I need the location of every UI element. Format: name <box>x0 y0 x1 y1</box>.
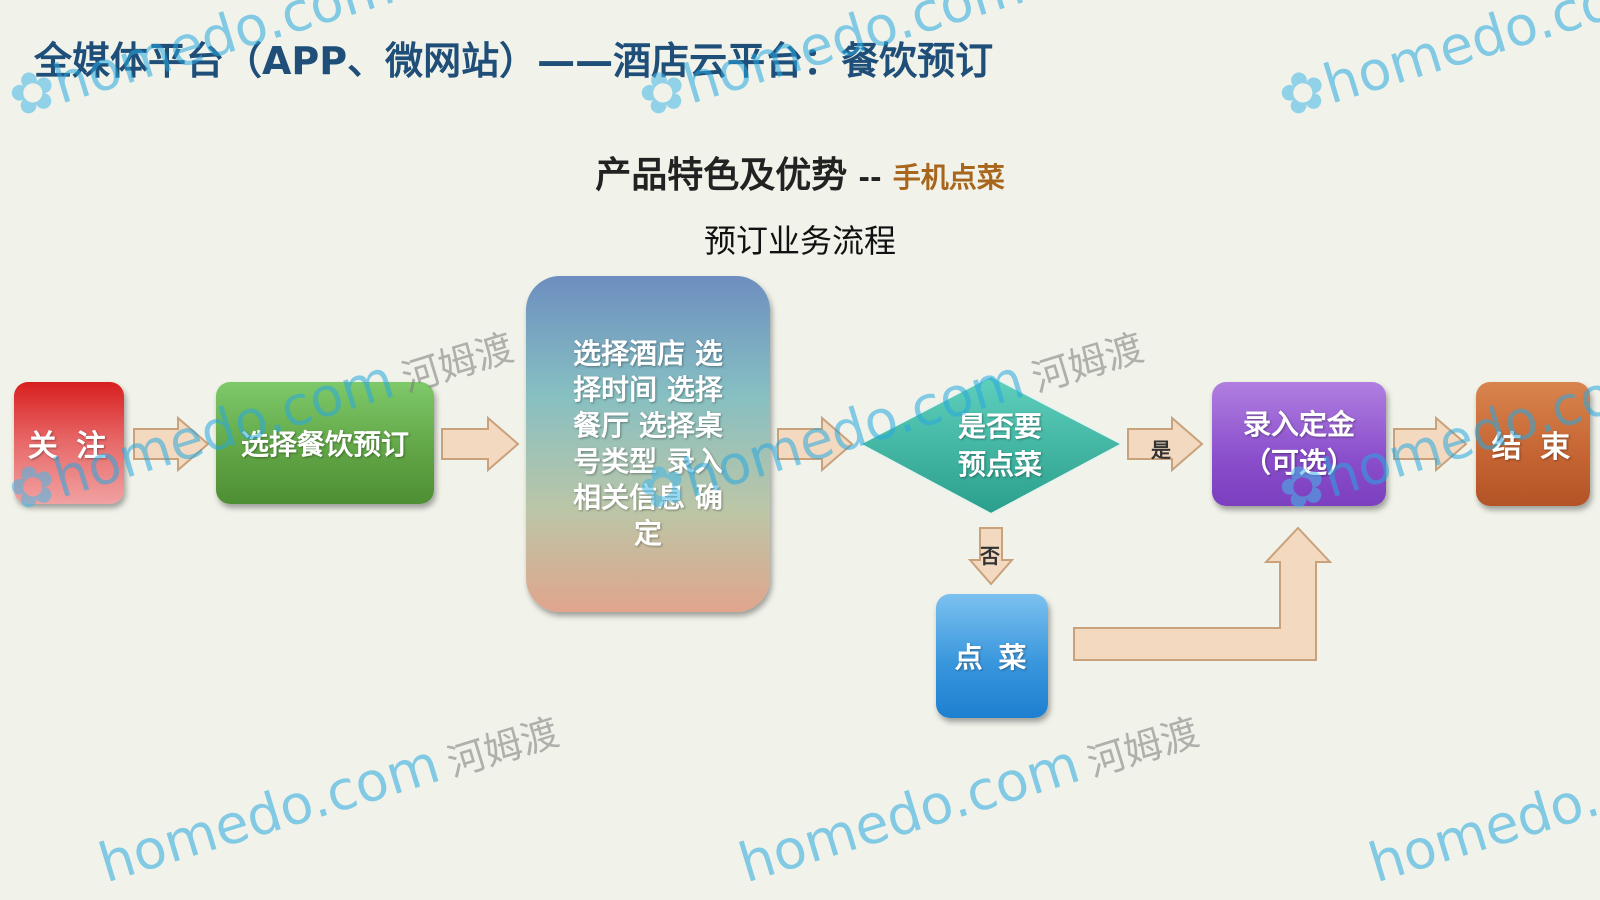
arrow-right-icon <box>133 415 210 473</box>
page-title: 全媒体平台（APP、微网站）——酒店云平台：餐饮预订 <box>34 39 994 83</box>
decision-line: 预点菜 <box>957 448 1042 481</box>
step-select-line: 号类型 录入 <box>573 445 723 478</box>
subtitle: 产品特色及优势 -- 手机点菜 <box>0 146 1600 198</box>
step-order-dishes: 点 菜 <box>936 594 1048 718</box>
step-follow: 关 注 <box>14 382 124 504</box>
step-end: 结 束 <box>1476 382 1590 506</box>
step-select-line: 相关信息 确 <box>573 481 723 514</box>
arrow-right-icon <box>777 415 854 473</box>
step-choose-booking: 选择餐饮预订 <box>216 382 434 504</box>
step-choose-booking-label: 选择餐饮预订 <box>240 428 409 461</box>
subtitle-separator: -- <box>858 161 882 194</box>
arrow-right-icon <box>1393 415 1468 473</box>
step-order-dishes-label: 点 菜 <box>954 641 1030 674</box>
step-deposit: 录入定金 （可选） <box>1212 382 1386 506</box>
step-select-line: 选择酒店 选 <box>573 337 723 370</box>
decision-line: 是否要 <box>957 410 1042 443</box>
yes-label: 是 <box>1151 438 1171 462</box>
subtitle-main: 产品特色及优势 <box>595 155 848 196</box>
arrow-bent-up-icon <box>1073 526 1333 661</box>
step-select-line: 餐厅 选择桌 <box>573 409 723 442</box>
step-follow-label: 关 注 <box>27 429 111 464</box>
step-select-line: 定 <box>633 517 662 550</box>
no-label: 否 <box>980 544 1000 568</box>
step-end-label: 结 束 <box>1491 430 1575 465</box>
step-select-line: 择时间 选择 <box>573 373 723 406</box>
arrow-right-icon <box>1127 415 1204 473</box>
step-deposit-line: （可选） <box>1242 446 1355 479</box>
decision-diamond <box>857 374 1125 516</box>
flow-title: 预订业务流程 <box>703 222 896 260</box>
arrow-right-icon <box>441 415 520 473</box>
subtitle-highlight: 手机点菜 <box>892 161 1005 194</box>
step-deposit-line: 录入定金 <box>1242 408 1355 441</box>
arrow-down-icon <box>967 527 1015 586</box>
step-select-details: 选择酒店 选 择时间 选择 餐厅 选择桌 号类型 录入 相关信息 确 定 <box>526 276 770 612</box>
decision-text: 是否要 预点菜 <box>900 408 1100 484</box>
